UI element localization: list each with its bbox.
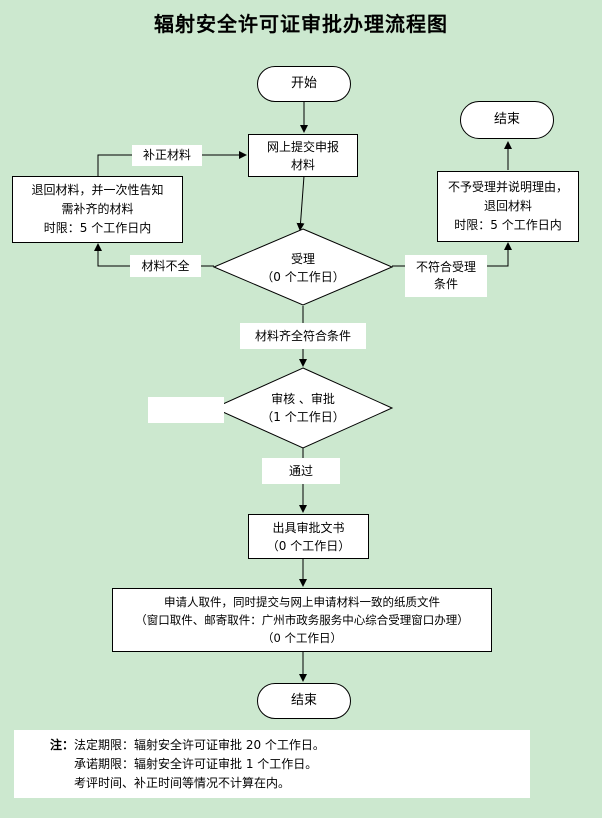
- reject-node: 不予受理并说明理由， 退回材料 时限：5 个工作日内: [437, 171, 579, 242]
- accept-line-1: 受理: [290, 252, 315, 266]
- reject-line-1: 不予受理并说明理由，: [447, 180, 568, 194]
- pickup-line-2: （窗口取件、邮寄取件：广州市政务服务中心综合受理窗口办理）: [135, 613, 469, 627]
- blank-patch: [148, 397, 224, 423]
- edge-label-incomplete: 材料不全: [130, 255, 201, 277]
- end-top-node: 结束: [460, 101, 554, 139]
- pickup-line-1: 申请人取件，同时提交与网上申请材料一致的纸质文件: [164, 595, 440, 609]
- return-line-3: 时限：5 个工作日内: [43, 221, 152, 235]
- not-meet-line-2: 条件: [433, 277, 458, 291]
- issue-node: 出具审批文书 （0 个工作日）: [248, 514, 369, 559]
- note-line-2: 承诺期限：辐射安全许可证审批 1 个工作日。: [74, 757, 318, 771]
- start-label: 开始: [290, 76, 317, 91]
- return-materials-node: 退回材料，并一次性告知 需补齐的材料 时限：5 个工作日内: [12, 176, 183, 243]
- not-meet-line-1: 不符合受理: [415, 260, 476, 274]
- note-line-1-text: 法定期限：辐射安全许可证审批 20 个工作日。: [74, 738, 325, 752]
- accept-line-2: （0 个工作日）: [261, 270, 345, 284]
- issue-line-1: 出具审批文书: [272, 520, 345, 535]
- review-line-2: （1 个工作日）: [261, 410, 345, 424]
- issue-line-2: （0 个工作日）: [266, 538, 351, 553]
- end-bottom-label: 结束: [290, 693, 317, 708]
- accept-node: 受理 （0 个工作日）: [234, 250, 372, 286]
- note-line-3: 考评时间、补正时间等情况不计算在内。: [74, 776, 291, 790]
- end-top-label: 结束: [493, 112, 520, 127]
- return-line-1: 退回材料，并一次性告知: [31, 183, 164, 197]
- notes-panel: 注：法定期限：辐射安全许可证审批 20 个工作日。 承诺期限：辐射安全许可证审批…: [14, 730, 530, 798]
- accept-diamond-shape: [212, 228, 394, 306]
- note-prefix: 注：: [50, 738, 75, 752]
- edge-label-complete: 材料齐全符合条件: [240, 323, 366, 349]
- edge-label-not-meet: 不符合受理 条件: [405, 255, 487, 297]
- pickup-node: 申请人取件，同时提交与网上申请材料一致的纸质文件 （窗口取件、邮寄取件：广州市政…: [112, 588, 492, 652]
- page-title: 辐射安全许可证审批办理流程图: [154, 12, 448, 36]
- arrow-submit-to-accept: [296, 175, 305, 231]
- review-line-1: 审核 、审批: [271, 392, 335, 406]
- reject-line-3: 时限：5 个工作日内: [454, 218, 562, 232]
- submit-line-1: 网上提交申报: [266, 139, 339, 154]
- return-line-2: 需补齐的材料: [61, 202, 134, 216]
- edge-label-pass: 通过: [262, 458, 340, 484]
- end-bottom-node: 结束: [257, 683, 351, 719]
- edge-label-supplement: 补正材料: [132, 145, 202, 166]
- reject-line-2: 退回材料: [483, 199, 532, 213]
- start-node: 开始: [257, 66, 351, 102]
- review-node: 审核 、审批 （1 个工作日）: [234, 390, 372, 426]
- pickup-line-3: （0 个工作日）: [262, 631, 342, 645]
- submit-node: 网上提交申报 材料: [248, 134, 358, 177]
- review-diamond-shape: [212, 367, 394, 449]
- submit-line-2: 材料: [290, 157, 315, 172]
- note-line-1: 注：法定期限：辐射安全许可证审批 20 个工作日。: [50, 736, 530, 755]
